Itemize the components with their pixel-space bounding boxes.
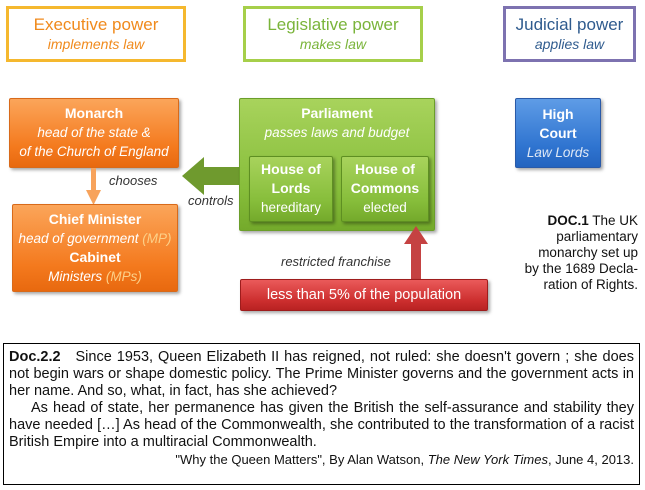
chief-minister-box: Chief Minister head of government (MP) C… — [12, 204, 178, 292]
high-court-line1: High — [542, 106, 574, 122]
legislative-power-subtitle: makes law — [299, 36, 367, 52]
doc1-line2: parliamentary — [556, 229, 638, 244]
doc1-caption: DOC.1 The UK parliamentary monarchy set … — [500, 213, 638, 293]
controls-label: controls — [188, 193, 234, 208]
executive-power-subtitle: implements law — [47, 36, 145, 52]
doc1-line4: by the 1689 Decla- — [524, 261, 638, 276]
judicial-power-subtitle: applies law — [534, 36, 605, 52]
chooses-label: chooses — [109, 173, 158, 188]
ministers-label: Ministers — [48, 269, 103, 284]
doc22-para1-text: Since 1953, Queen Elizabeth II has reign… — [9, 349, 634, 399]
doc22-box: Doc.2.2 Since 1953, Queen Elizabeth II h… — [3, 343, 640, 485]
chief-mp-paren: (MP) — [142, 231, 172, 246]
doc22-paragraph2: As head of state, her permanence has giv… — [9, 400, 634, 451]
citation-date: , June 4, 2013. — [547, 452, 634, 467]
franchise-label: restricted franchise — [281, 254, 391, 269]
population-text: less than 5% of the population — [266, 287, 462, 303]
executive-power-box: Executive power implements law — [6, 6, 186, 62]
commons-line2: Commons — [350, 180, 420, 196]
chooses-arrow — [86, 168, 101, 205]
commons-sub: elected — [363, 200, 407, 215]
legislative-power-box: Legislative power makes law — [243, 6, 423, 62]
judicial-power-title: Judicial power — [515, 15, 624, 34]
doc22-citation: "Why the Queen Matters", By Alan Watson,… — [9, 451, 634, 468]
monarch-box: Monarch head of the state & of the Churc… — [9, 98, 179, 168]
lords-line1: House of — [261, 161, 321, 177]
parliament-title: Parliament — [301, 105, 373, 121]
chief-minister-title: Chief Minister — [48, 211, 142, 227]
citation-publication: The New York Times — [427, 452, 548, 467]
doc1-line3: monarchy set up — [538, 245, 638, 260]
doc22-para2-text: As head of state, her permanence has giv… — [9, 400, 634, 450]
high-court-sub: Law Lords — [526, 145, 590, 160]
lords-line2: Lords — [271, 180, 311, 196]
chief-head-of-government: head of government — [18, 231, 139, 246]
judicial-power-box: Judicial power applies law — [503, 6, 636, 62]
doc1-label: DOC.1 — [547, 213, 589, 228]
house-of-commons-box: House of Commons elected — [341, 156, 429, 222]
population-box: less than 5% of the population — [240, 279, 488, 311]
ministers-paren: (MPs) — [105, 269, 142, 284]
commons-line1: House of — [355, 161, 415, 177]
doc22-paragraph1: Doc.2.2 Since 1953, Queen Elizabeth II h… — [9, 349, 634, 400]
controls-arrow — [182, 157, 242, 195]
monarch-line2: of the Church of England — [19, 144, 169, 159]
doc1-line5: ration of Rights. — [543, 277, 638, 292]
cabinet-title: Cabinet — [69, 249, 121, 265]
citation-title: "Why the Queen Matters", By Alan Watson, — [175, 452, 425, 467]
franchise-arrow — [404, 226, 428, 279]
high-court-box: High Court Law Lords — [515, 98, 601, 168]
executive-power-title: Executive power — [33, 15, 159, 34]
lords-sub: hereditary — [260, 200, 322, 215]
doc22-label: Doc.2.2 — [9, 349, 61, 365]
house-of-lords-box: House of Lords hereditary — [249, 156, 333, 222]
parliament-subtitle: passes laws and budget — [264, 125, 410, 140]
monarch-title: Monarch — [64, 105, 124, 121]
legislative-power-title: Legislative power — [267, 15, 399, 34]
high-court-line2: Court — [539, 125, 577, 141]
monarch-line1: head of the state & — [37, 125, 151, 140]
